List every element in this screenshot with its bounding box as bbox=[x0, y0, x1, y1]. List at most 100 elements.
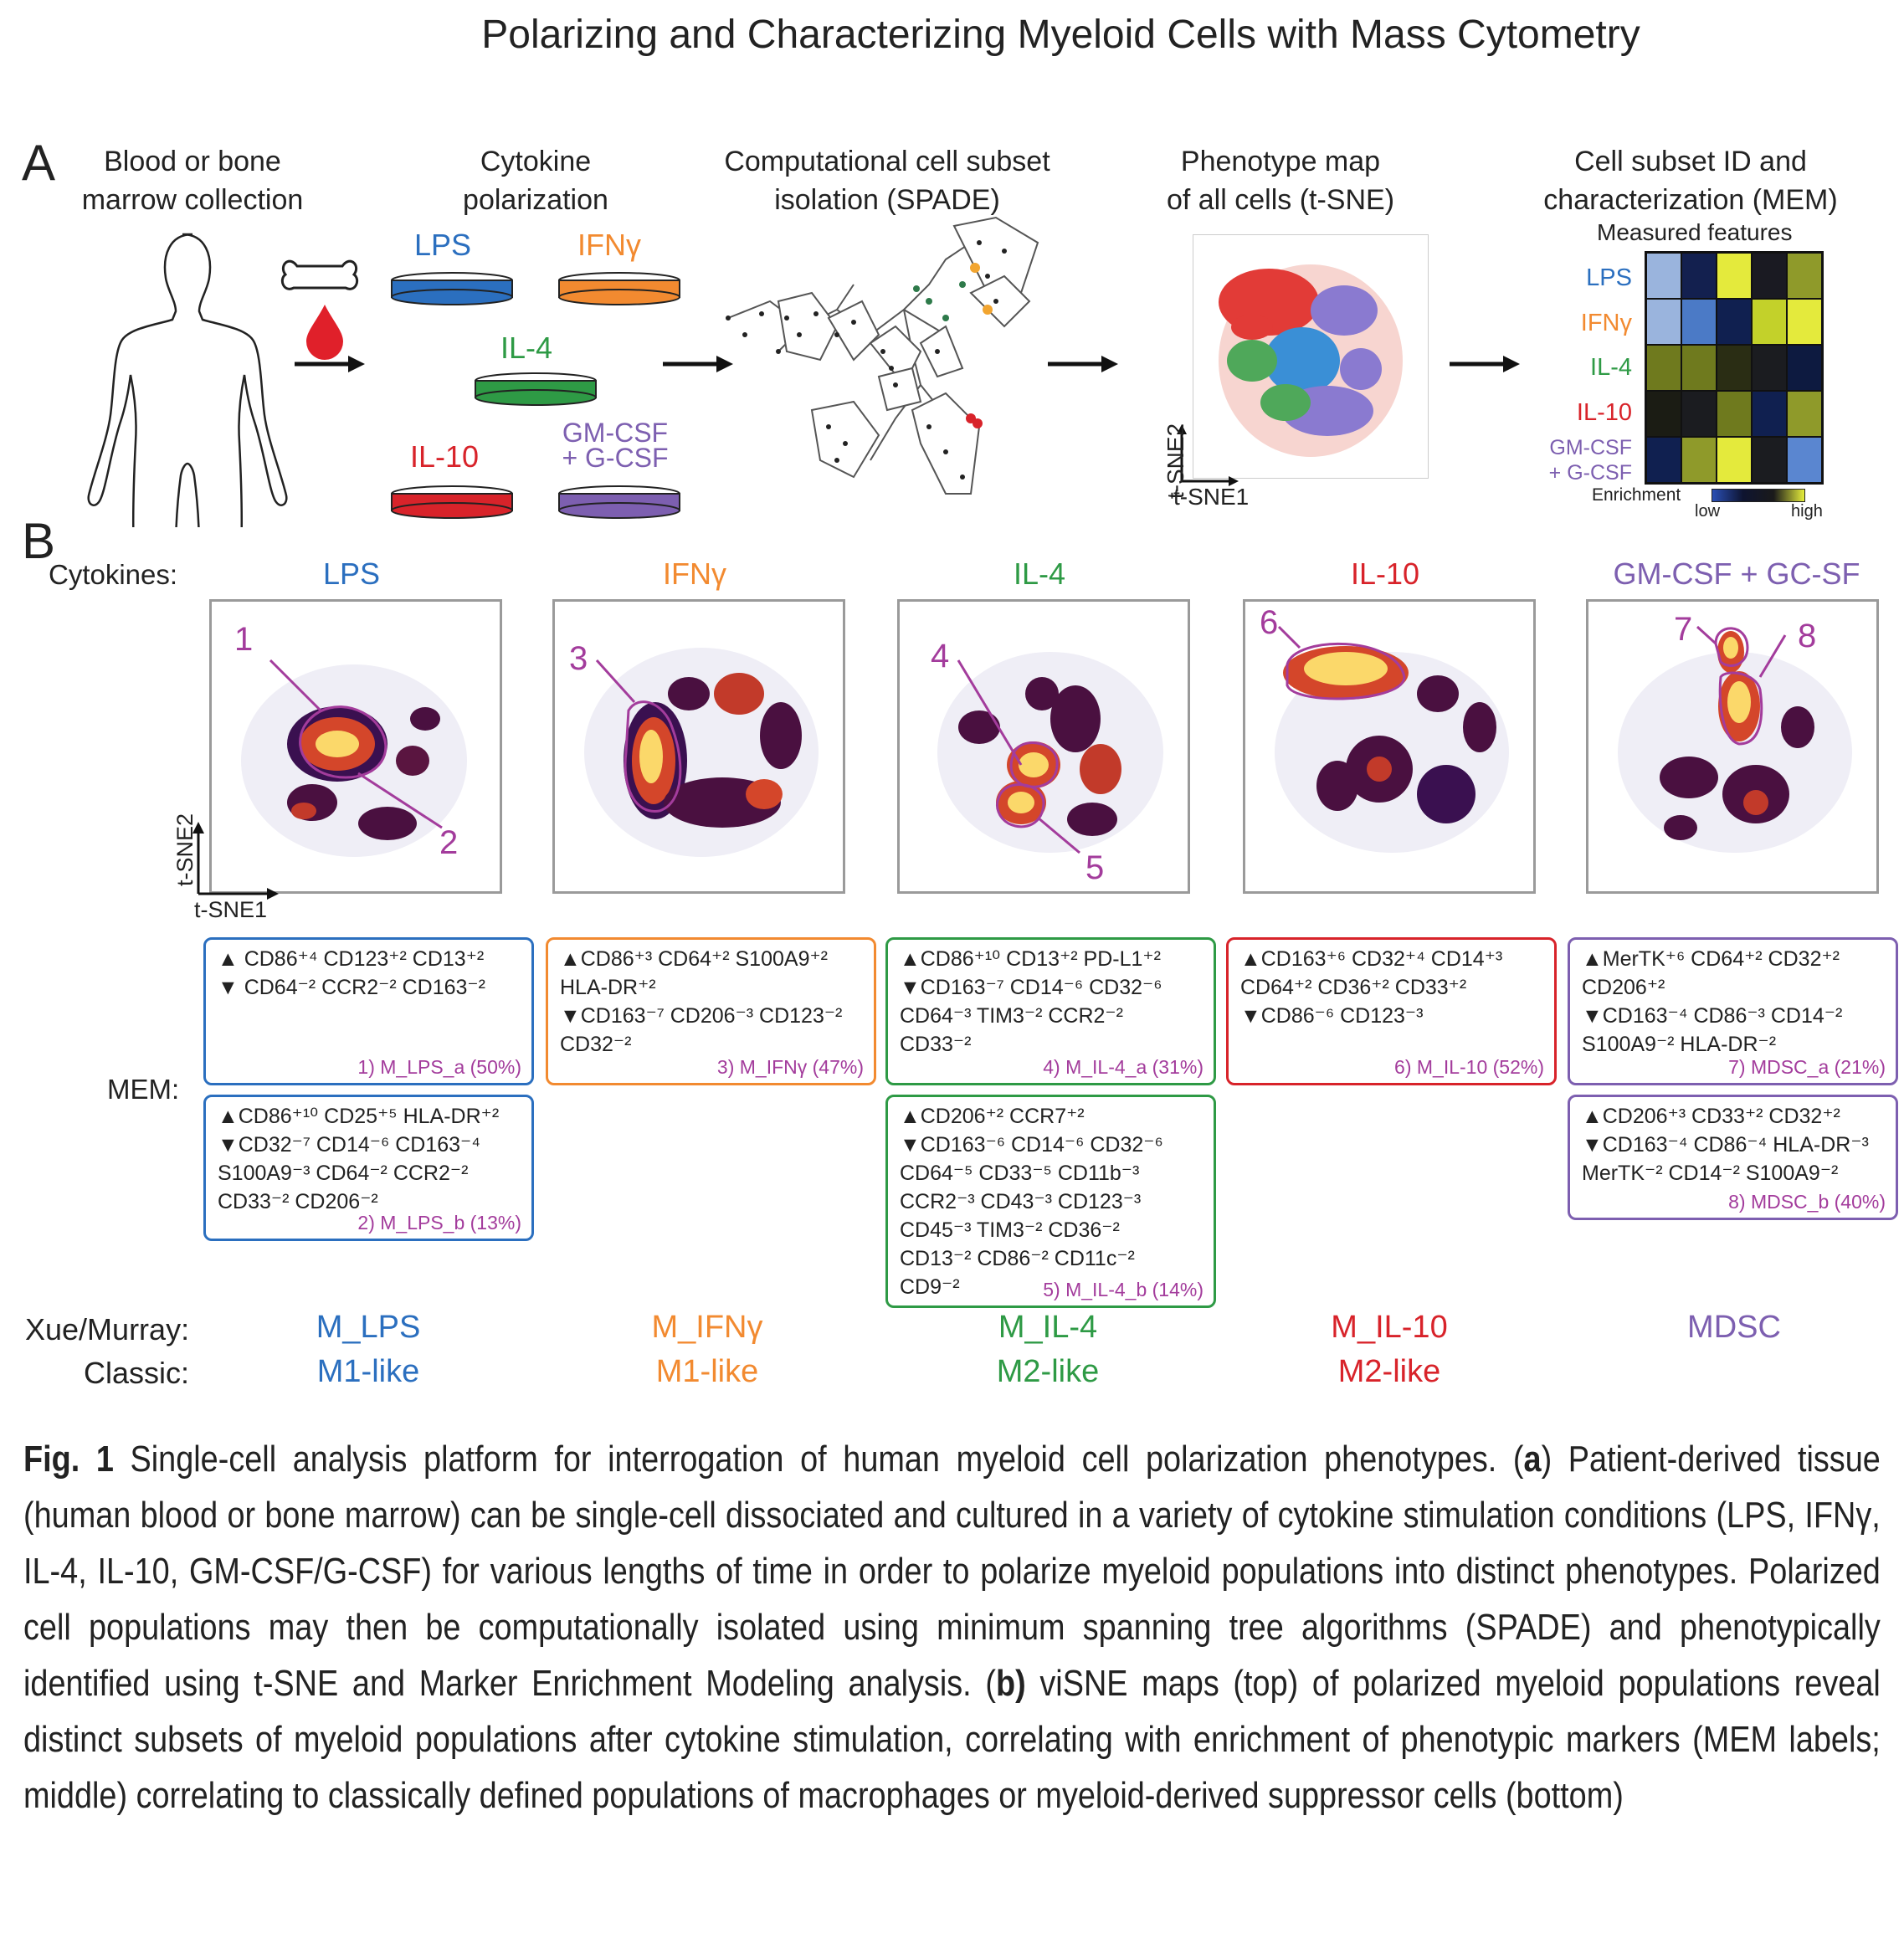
heatmap-cell bbox=[1681, 345, 1717, 391]
mem-line: ▲CD86⁺¹⁰ CD25⁺⁵ HLA-DR⁺² bbox=[218, 1105, 500, 1128]
heatmap-cell bbox=[1752, 345, 1787, 391]
mem-line: CD33⁻² CD206⁻² bbox=[218, 1190, 378, 1213]
mem-line: ▲CD86⁺¹⁰ CD13⁺² PD-L1⁺² bbox=[900, 947, 1161, 971]
column-header-il4: IL-4 bbox=[1013, 557, 1066, 591]
heatmap-cell bbox=[1681, 437, 1717, 483]
gate-number-7: 7 bbox=[1674, 611, 1693, 648]
gate-number-6: 6 bbox=[1260, 604, 1279, 641]
mem-subset-label: 2) M_LPS_b (13%) bbox=[357, 1212, 521, 1234]
mem-line: S100A9⁻³ CD64⁻² CCR2⁻² bbox=[218, 1162, 469, 1185]
tsne-axes-icon bbox=[192, 822, 279, 900]
arrow-icon bbox=[295, 356, 365, 372]
classic-ifng: M1-like bbox=[655, 1354, 759, 1389]
classic-il10: M2-like bbox=[1337, 1354, 1441, 1389]
arrow-icon bbox=[663, 356, 733, 372]
xue-il4: M_IL-4 bbox=[998, 1310, 1098, 1345]
bone-icon bbox=[280, 259, 359, 290]
heatmap-cell bbox=[1717, 345, 1752, 391]
heatmap-cell bbox=[1681, 253, 1717, 299]
column-header-il10: IL-10 bbox=[1350, 557, 1420, 591]
mem-line: CD13⁻² CD86⁻² CD11c⁻² bbox=[900, 1247, 1135, 1270]
mem-line: ▼CD163⁻⁶ CD14⁻⁶ CD32⁻⁶ bbox=[900, 1133, 1163, 1157]
step-collection-label: Blood or bone marrow collection bbox=[81, 146, 304, 216]
xue-murray-label: Xue/Murray: bbox=[25, 1312, 190, 1346]
mem-box-3: ▲CD86⁺³ CD64⁺² S100A9⁺² HLA-DR⁺² ▼CD163⁻… bbox=[546, 937, 876, 1085]
heatmap-title: Measured features bbox=[1597, 219, 1793, 245]
heatmap-cell bbox=[1717, 299, 1752, 345]
heatmap-row-il10: IL-10 bbox=[1576, 399, 1632, 426]
heatmap-cell bbox=[1646, 299, 1681, 345]
petri-dish-icon bbox=[475, 372, 597, 406]
mem-line: CD206⁺² bbox=[1582, 976, 1665, 999]
tsne-axes-icon bbox=[1177, 424, 1239, 486]
tsne-density-gmcsf bbox=[1586, 599, 1879, 894]
mem-box-7: ▲MerTK⁺⁶ CD64⁺² CD32⁺² CD206⁺² ▼CD163⁻⁴ … bbox=[1568, 937, 1898, 1085]
enrichment-high: high bbox=[1791, 502, 1823, 521]
column-header-ifng: IFNγ bbox=[663, 557, 726, 591]
tsne-x-label: t-SNE1 bbox=[1173, 484, 1250, 510]
heatmap-cell bbox=[1787, 299, 1822, 345]
mem-box-1: ▲ CD86⁺⁴ CD123⁺² CD13⁺² ▼ CD64⁻² CCR2⁻² … bbox=[203, 937, 534, 1085]
mem-line: ▼CD163⁻⁴ CD86⁻³ CD14⁻² bbox=[1582, 1004, 1843, 1028]
enrichment-colorbar bbox=[1712, 489, 1805, 502]
xue-ifng: M_IFNγ bbox=[651, 1310, 763, 1345]
mem-box-6: ▲CD163⁺⁶ CD32⁺⁴ CD14⁺³ CD64⁺² CD36⁺² CD3… bbox=[1226, 937, 1557, 1085]
tsne-density-lps bbox=[209, 599, 502, 894]
heatmap-cell bbox=[1681, 391, 1717, 437]
figure-title: Polarizing and Characterizing Myeloid Ce… bbox=[481, 13, 1640, 57]
gate-number-2: 2 bbox=[439, 824, 459, 861]
caption-a: a bbox=[1523, 1439, 1542, 1480]
heatmap-row-lps: LPS bbox=[1586, 264, 1632, 291]
mem-line: HLA-DR⁺² bbox=[560, 976, 656, 999]
mem-line: S100A9⁻² HLA-DR⁻² bbox=[1582, 1033, 1777, 1056]
dish-label-ifng: IFNγ bbox=[577, 228, 641, 262]
xue-lps: M_LPS bbox=[316, 1310, 421, 1345]
gate-number-5: 5 bbox=[1085, 849, 1105, 886]
mem-box-8: ▲CD206⁺³ CD33⁺² CD32⁺² ▼CD163⁻⁴ CD86⁻⁴ H… bbox=[1568, 1095, 1898, 1220]
tsne-density-il10 bbox=[1243, 599, 1536, 894]
petri-dish-icon bbox=[391, 272, 513, 305]
arrow-icon bbox=[1048, 356, 1118, 372]
mem-subset-label: 7) MDSC_a (21%) bbox=[1728, 1056, 1886, 1078]
heatmap-cell bbox=[1646, 253, 1681, 299]
mem-subset-label: 1) M_LPS_a (50%) bbox=[357, 1056, 521, 1078]
human-body-icon bbox=[87, 233, 288, 527]
panel-a-letter: A bbox=[22, 135, 56, 191]
heatmap-cell bbox=[1752, 253, 1787, 299]
axis-y-label: t-SNE2 bbox=[172, 813, 198, 887]
dish-label-il4: IL-4 bbox=[500, 331, 553, 365]
heatmap-row-gmcsf: GM-CSF + G-CSF bbox=[1548, 436, 1632, 485]
mem-subset-label: 8) MDSC_b (40%) bbox=[1728, 1191, 1886, 1213]
mem-subset-label: 6) M_IL-10 (52%) bbox=[1394, 1056, 1544, 1078]
mem-line: CCR2⁻³ CD43⁻³ CD123⁻³ bbox=[900, 1190, 1142, 1213]
classic-lps: M1-like bbox=[316, 1354, 420, 1389]
gate-number-4: 4 bbox=[931, 638, 950, 675]
step-polarization-label: Cytokine polarization bbox=[463, 146, 608, 216]
mem-line: CD33⁻² bbox=[900, 1033, 972, 1056]
caption-fig-label: Fig. 1 bbox=[23, 1439, 114, 1480]
xue-il10: M_IL-10 bbox=[1331, 1310, 1448, 1345]
caption-text: viSNE maps (top) of polarized myeloid po… bbox=[23, 1663, 1881, 1816]
mem-line: ▲CD206⁺³ CD33⁺² CD32⁺² bbox=[1582, 1105, 1840, 1128]
panel-b-letter: B bbox=[22, 513, 56, 569]
caption-text: Single-cell analysis platform for interr… bbox=[113, 1439, 1524, 1480]
dish-label-gmcsf: GM-CSF + G-CSF bbox=[562, 418, 669, 473]
heatmap-cell bbox=[1681, 299, 1717, 345]
mem-line: ▲MerTK⁺⁶ CD64⁺² CD32⁺² bbox=[1582, 947, 1840, 971]
blood-drop-icon bbox=[306, 305, 343, 360]
mem-subset-label: 4) M_IL-4_a (31%) bbox=[1043, 1056, 1203, 1078]
cytokines-label: Cytokines: bbox=[49, 559, 178, 590]
mem-subset-label: 5) M_IL-4_b (14%) bbox=[1043, 1279, 1203, 1300]
classic-label: Classic: bbox=[84, 1356, 190, 1390]
column-header-lps: LPS bbox=[322, 557, 381, 591]
mem-line: ▲CD206⁺² CCR7⁺² bbox=[900, 1105, 1085, 1128]
mem-subset-label: 3) M_IFNγ (47%) bbox=[716, 1056, 864, 1078]
heatmap-cell bbox=[1717, 253, 1752, 299]
gate-number-8: 8 bbox=[1798, 618, 1817, 654]
dish-label-lps: LPS bbox=[414, 228, 472, 262]
mem-line: CD9⁻² bbox=[900, 1275, 960, 1299]
mem-line: CD32⁻² bbox=[560, 1033, 632, 1056]
axis-x-label: t-SNE1 bbox=[194, 897, 268, 922]
mem-box-2: ▲CD86⁺¹⁰ CD25⁺⁵ HLA-DR⁺² ▼CD32⁻⁷ CD14⁻⁶ … bbox=[203, 1095, 534, 1241]
mem-line: ▼CD163⁻⁴ CD86⁻⁴ HLA-DR⁻³ bbox=[1582, 1133, 1869, 1157]
